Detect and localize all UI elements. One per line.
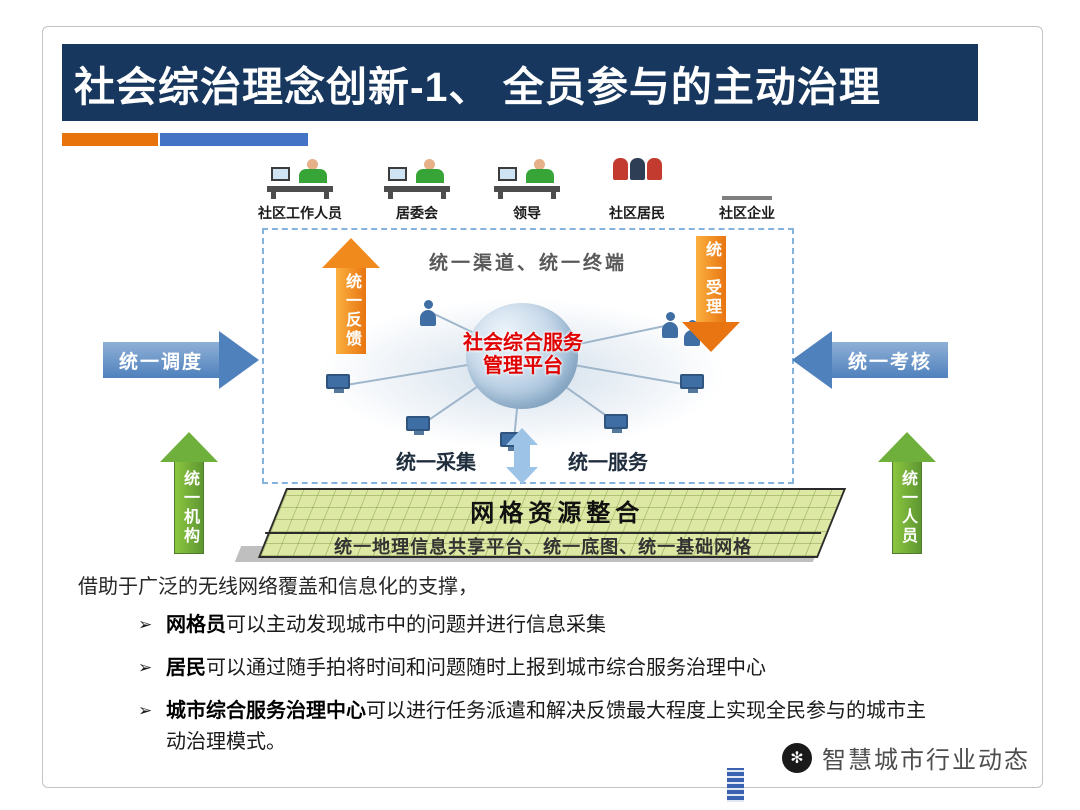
watermark-text: 智慧城市行业动态 — [822, 747, 1030, 774]
globe-icon — [466, 303, 578, 409]
platform-title-line1: 社会综合服务 — [463, 332, 583, 354]
terminal-node-icon — [680, 374, 706, 393]
bullet-marker-icon: ➢ — [138, 658, 153, 677]
organization-arrow: 统一机构 — [160, 432, 218, 554]
personnel-arrow-label: 统一人员 — [899, 469, 916, 546]
grid-resource-panel: 网格资源整合 统一地理信息共享平台、统一底图、统一基础网格 — [257, 488, 847, 558]
grid-subtitle: 统一地理信息共享平台、统一底图、统一基础网格 — [265, 532, 822, 558]
page-title: 社会综治理念创新-1、 全员参与的主动治理 — [74, 63, 881, 110]
actor-community-worker: 社区工作人员 — [258, 158, 342, 223]
actor-residents-committee: 居委会 — [382, 158, 452, 223]
desk-worker-icon — [382, 158, 452, 200]
dispatch-arrow: 统一调度 — [103, 331, 259, 389]
accent-bar-orange — [62, 133, 158, 146]
accent-bar-blue — [160, 133, 308, 146]
people-group-icon — [602, 158, 672, 200]
accept-arrow-label: 统一受理 — [703, 241, 720, 317]
terminal-node-icon — [326, 374, 352, 393]
actor-community-enterprise: 社区企业 — [712, 158, 782, 802]
platform-title: 社会综合服务 管理平台 — [433, 332, 613, 378]
bullet-bold: 居民 — [166, 657, 206, 679]
terminal-node-icon — [406, 416, 432, 435]
bullet-text: 可以进行任务派遣和解决反馈最大程度上实现全民参与的城市主动治理模式。 — [166, 700, 926, 753]
assess-arrow-label: 统一考核 — [832, 342, 948, 378]
watermark-logo-icon: ✻ — [782, 742, 812, 773]
actor-label: 居委会 — [396, 205, 438, 221]
person-node-icon — [662, 312, 678, 338]
accept-arrow: 统一受理 — [682, 236, 740, 352]
title-bar: 社会综治理念创新-1、 全员参与的主动治理 — [62, 44, 978, 121]
platform-title-line2: 管理平台 — [483, 355, 563, 377]
terminal-node-icon — [604, 414, 630, 433]
actor-community-residents: 社区居民 — [602, 158, 672, 223]
bullet-marker-icon: ➢ — [138, 615, 153, 634]
watermark: ✻ 智慧城市行业动态 — [782, 740, 1030, 775]
organization-arrow-label: 统一机构 — [181, 469, 198, 546]
service-label: 统一服务 — [568, 452, 648, 474]
intro-text: 借助于广泛的无线网络覆盖和信息化的支撑， — [78, 576, 478, 598]
actor-label: 社区企业 — [719, 205, 775, 221]
buildings-icon — [712, 158, 782, 802]
actor-label: 社区工作人员 — [258, 205, 342, 221]
bullet-text: 可以主动发现城市中的问题并进行信息采集 — [226, 614, 606, 636]
collect-label: 统一采集 — [396, 452, 476, 474]
bullet-bold: 城市综合服务治理中心 — [166, 700, 366, 722]
bullet-item: ➢ 居民可以通过随手拍将时间和问题随时上报到城市综合服务治理中心 — [138, 653, 938, 684]
feedback-arrow-label: 统一反馈 — [343, 273, 360, 349]
double-arrow-icon — [506, 428, 538, 484]
grid-title: 网格资源整合 — [470, 499, 645, 527]
desk-worker-icon — [265, 158, 335, 200]
assess-arrow: 统一考核 — [792, 331, 948, 389]
desk-worker-icon — [492, 158, 562, 200]
bullet-bold: 网格员 — [166, 614, 226, 636]
bullet-item: ➢ 网格员可以主动发现城市中的问题并进行信息采集 — [138, 610, 938, 641]
channel-terminal-label: 统一渠道、统一终端 — [428, 253, 627, 274]
actor-leaders: 领导 — [492, 158, 562, 223]
bullet-text: 可以通过随手拍将时间和问题随时上报到城市综合服务治理中心 — [206, 657, 766, 679]
actor-label: 领导 — [513, 205, 541, 221]
dispatch-arrow-label: 统一调度 — [103, 342, 219, 378]
actors-row: 社区工作人员 居委会 领导 社区居民 社区企业 — [258, 158, 782, 802]
actor-label: 社区居民 — [609, 205, 665, 221]
bullet-marker-icon: ➢ — [138, 701, 153, 720]
person-node-icon — [420, 300, 436, 326]
personnel-arrow: 统一人员 — [878, 432, 936, 554]
feedback-arrow: 统一反馈 — [322, 238, 380, 354]
bullet-item: ➢ 城市综合服务治理中心可以进行任务派遣和解决反馈最大程度上实现全民参与的城市主… — [138, 696, 938, 758]
